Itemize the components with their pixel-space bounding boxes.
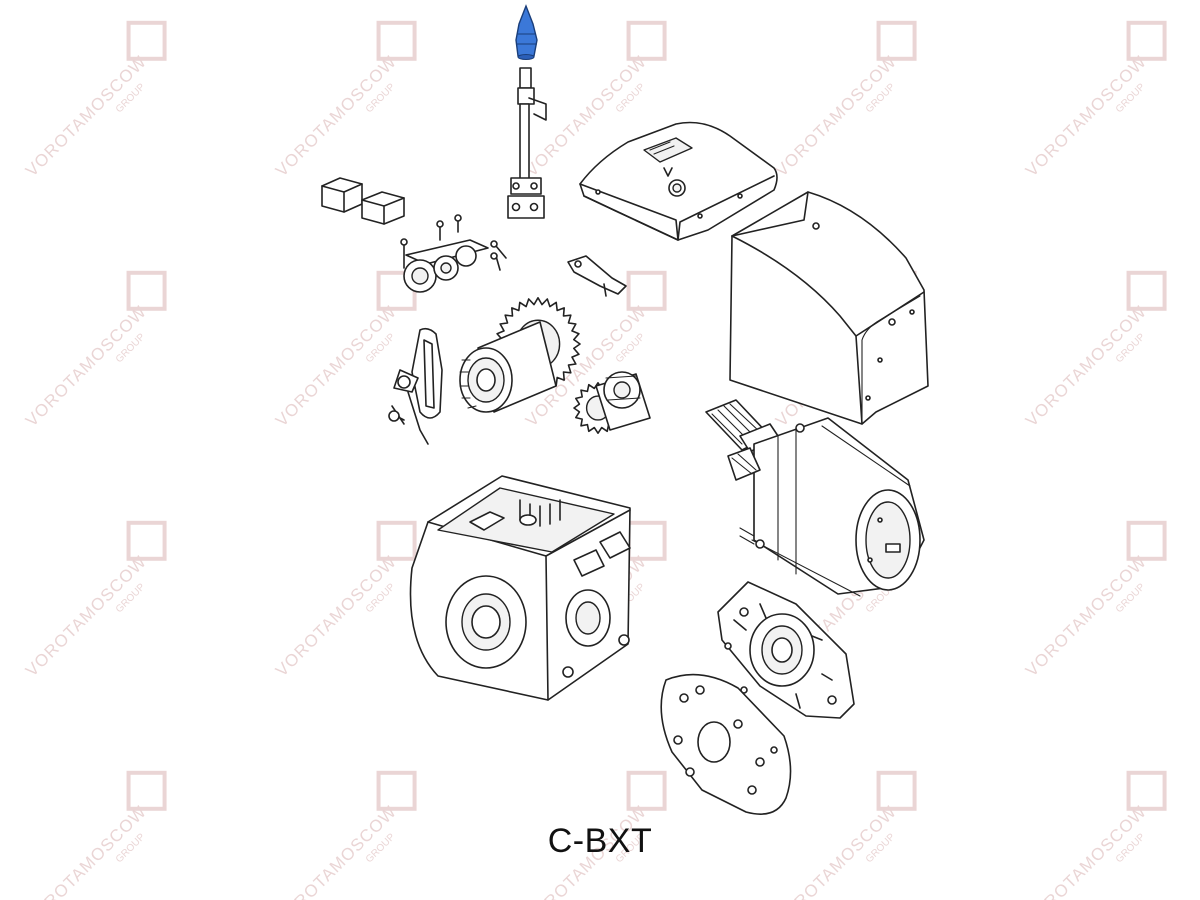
- motor-flange[interactable]: [717, 581, 855, 719]
- watermark-text: VOROTAMOSCOW: [22, 302, 151, 431]
- watermark-text: VOROTAMOSCOW: [1022, 52, 1151, 181]
- watermark-logo-icon: [376, 520, 417, 561]
- release-knob[interactable]: [515, 4, 538, 60]
- watermark-logo-icon: [126, 520, 167, 561]
- limit-switch-tabs[interactable]: [321, 177, 405, 225]
- pinion-gear[interactable]: [573, 371, 651, 434]
- double-gear[interactable]: [459, 297, 581, 413]
- watermark-logo-icon: [376, 20, 417, 61]
- watermark-logo-icon: [126, 270, 167, 311]
- watermark-logo-icon: [626, 20, 667, 61]
- electric-motor[interactable]: [727, 417, 925, 597]
- watermark-logo-icon: [626, 770, 667, 811]
- watermark-text: VOROTAMOSCOW: [22, 52, 151, 181]
- watermark-logo-icon: [876, 770, 917, 811]
- watermark-logo-icon: [126, 20, 167, 61]
- watermark-logo-icon: [876, 20, 917, 61]
- watermark-text: VOROTAMOSCOW: [272, 552, 401, 681]
- switch-cam-assembly[interactable]: [400, 214, 507, 293]
- worm-screw[interactable]: [705, 399, 779, 453]
- watermark-logo-icon: [376, 770, 417, 811]
- watermark-text: VOROTAMOSCOW: [1022, 552, 1151, 681]
- release-lever[interactable]: [567, 255, 627, 297]
- watermark-logo-icon: [626, 520, 667, 561]
- cover[interactable]: [579, 121, 778, 241]
- watermark-text: VOROTAMOSCOW: [22, 552, 151, 681]
- watermark-logo-icon: [1126, 270, 1167, 311]
- watermark-logo-icon: [126, 770, 167, 811]
- watermark-logo-icon: [626, 270, 667, 311]
- model-label: C-BXT: [547, 822, 653, 860]
- watermark-logo-icon: [1126, 20, 1167, 61]
- base-plate[interactable]: [660, 673, 792, 815]
- watermark-text: VOROTAMOSCOW: [1022, 302, 1151, 431]
- release-shaft[interactable]: [507, 67, 547, 219]
- watermark-text: VOROTAMOSCOW: [272, 52, 401, 181]
- watermark-text: VOROTAMOSCOW: [772, 52, 901, 181]
- watermark-logo-icon: [1126, 520, 1167, 561]
- watermark-logo-icon: [1126, 770, 1167, 811]
- gearbox-body[interactable]: [409, 475, 631, 701]
- motor-housing-cover[interactable]: [729, 191, 929, 425]
- watermark-text: VOROTAMOSCOW: [272, 302, 401, 431]
- drive-belt-lever[interactable]: [388, 327, 443, 445]
